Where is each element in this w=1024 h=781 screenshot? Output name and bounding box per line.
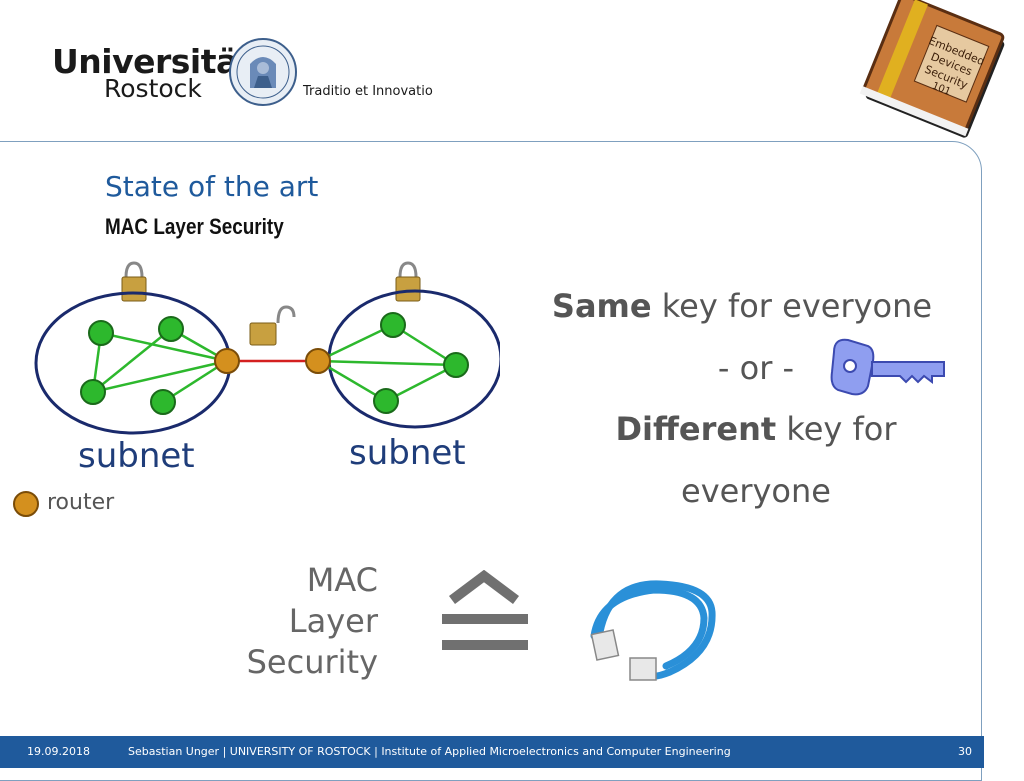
footer-page-number: 30 [958, 745, 972, 758]
footer-date: 19.09.2018 [27, 745, 90, 758]
mac-line-2: Layer [288, 602, 378, 640]
subnet-right-ellipse [327, 289, 500, 429]
router-legend-label: router [47, 490, 115, 515]
key-or-line: - or - [717, 349, 795, 387]
key-diff-line2: everyone [681, 472, 831, 510]
university-name: Universität [52, 42, 254, 81]
key-same-bold: Same [551, 287, 652, 325]
router-legend-icon [13, 491, 39, 517]
section-title: State of the art [105, 170, 319, 203]
key-same-rest: key for everyone [651, 287, 933, 325]
mac-line-1: MAC [306, 561, 378, 599]
router-node-left [214, 348, 240, 374]
subnet-label-left: subnet [78, 436, 195, 476]
mac-line-3: Security [246, 643, 378, 681]
subnet-label-right: subnet [349, 433, 466, 473]
lock-closed-icon-left [121, 261, 147, 302]
book-icon: Embedded Devices Security 101 [859, 0, 1005, 138]
lock-open-icon [249, 305, 296, 346]
subnet-left-ellipse [34, 291, 232, 435]
network-diagram [34, 261, 500, 435]
router-node-right [305, 348, 331, 374]
key-same-line: Same key for everyone [512, 287, 972, 325]
lock-closed-icon-right [395, 261, 421, 302]
key-diff-rest: key for [776, 410, 897, 448]
key-icon [830, 338, 945, 396]
university-motto: Traditio et Innovatio [303, 84, 433, 99]
university-seal-icon [229, 38, 297, 106]
key-diff-bold: Different [615, 410, 777, 448]
university-city: Rostock [104, 74, 202, 103]
key-diff-line: Different key for [526, 410, 986, 448]
footer-info: Sebastian Unger | UNIVERSITY OF ROSTOCK … [128, 745, 731, 758]
network-cable-icon [590, 580, 716, 681]
footer-bar: 19.09.2018 Sebastian Unger | UNIVERSITY … [0, 736, 984, 768]
section-subtitle: MAC Layer Security [105, 214, 284, 239]
corresponds-to-icon [442, 570, 528, 650]
